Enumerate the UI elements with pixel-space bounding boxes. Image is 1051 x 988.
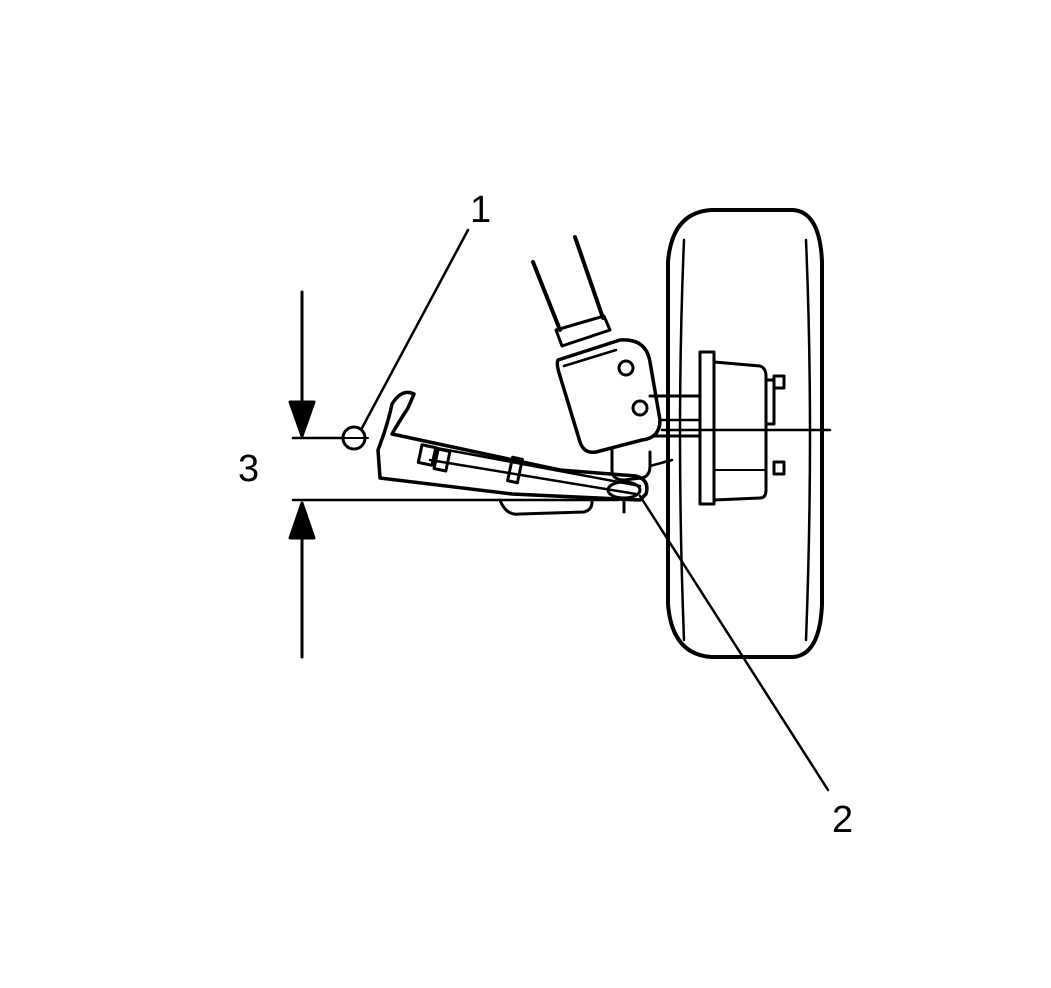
tire-inner-right-edge <box>804 238 812 642</box>
bracket-bolt-lower <box>631 399 649 417</box>
leader-line-1 <box>360 228 470 430</box>
arm-lower-flange <box>498 498 594 516</box>
callout-label-3: 3 <box>238 448 260 490</box>
strut <box>531 235 702 482</box>
tie-rod-sleeve <box>506 455 524 485</box>
brake-drum <box>712 360 768 502</box>
lug-stud-lower <box>772 460 786 476</box>
bracket-seam <box>562 348 618 368</box>
strut-mount-bracket <box>555 338 662 455</box>
bracket-bolt-upper <box>617 359 635 377</box>
drum-ring <box>764 378 776 426</box>
strut-collar <box>554 314 612 348</box>
control-arm-body <box>376 390 649 502</box>
hub-flange <box>698 350 716 506</box>
callout-label-2: 2 <box>832 799 854 841</box>
wheel-hub <box>698 350 786 506</box>
tie-rod <box>424 444 642 496</box>
dimension-arrowhead-up <box>288 501 316 540</box>
lug-stud-upper <box>772 374 786 390</box>
knuckle <box>610 394 702 482</box>
tire-outline <box>666 208 824 659</box>
tie-rod-nut-mid <box>432 447 452 473</box>
tie-rod-nut-left <box>416 443 438 467</box>
leader-line-2 <box>638 494 830 792</box>
strut-tube-right <box>573 235 605 320</box>
callout-label-1: 1 <box>470 189 492 231</box>
strut-tube-left <box>531 260 562 332</box>
dimension-arrowhead-down <box>288 400 316 438</box>
lower-control-arm <box>376 390 649 516</box>
tire-inner-left-edge <box>678 238 686 642</box>
knuckle-arm <box>648 418 702 468</box>
tire <box>666 208 824 659</box>
